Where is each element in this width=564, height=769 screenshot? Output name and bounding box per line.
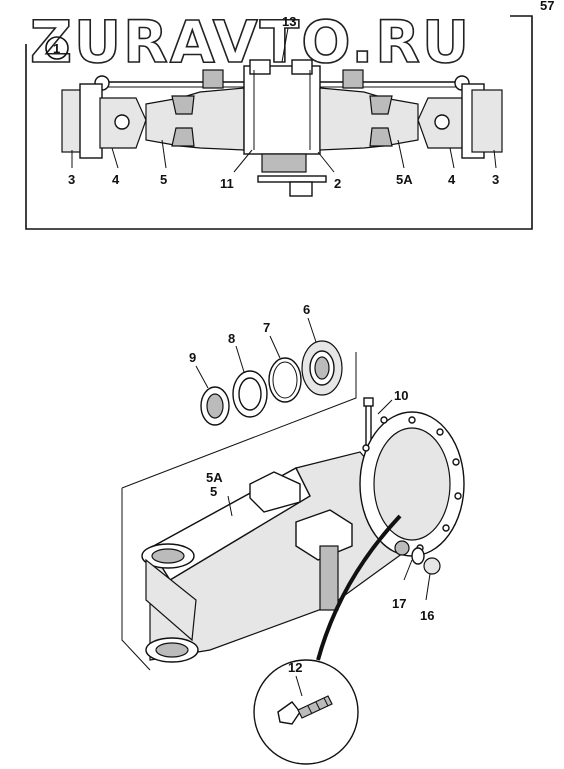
right-housing-rib-upper	[369, 95, 393, 115]
callout-11: 11	[220, 176, 234, 191]
callout-7: 7	[263, 320, 270, 335]
left-axle-housing	[145, 87, 245, 151]
left-hub-flange	[79, 83, 103, 159]
callout-12: 12	[288, 660, 302, 675]
spacer-ring-8	[232, 370, 268, 418]
bracket-web	[319, 545, 339, 611]
leader-9	[195, 365, 209, 389]
leader-2	[317, 151, 335, 173]
leader-11	[233, 149, 253, 173]
leader-13	[281, 27, 289, 63]
swivel-yoke	[145, 558, 197, 642]
detail-leader	[316, 514, 402, 661]
leader-17	[403, 559, 413, 581]
callout-3-right: 3	[492, 172, 499, 187]
left-steering-cylinder	[202, 69, 224, 89]
leader-left-4	[111, 147, 119, 169]
drive-coupling	[289, 181, 313, 197]
left-housing-rib-upper	[171, 95, 195, 115]
housing-exploded-view: 9 8 7 6 10	[121, 302, 465, 765]
callout-2: 2	[334, 176, 341, 191]
callout-13: 13	[282, 14, 296, 29]
left-housing-rib-lower	[171, 127, 195, 147]
bolt-12	[277, 695, 333, 725]
leader-5a	[397, 139, 405, 169]
upper-swivel-bore	[151, 548, 185, 564]
lower-swivel-bore	[155, 642, 189, 658]
axle-assembly-view: 1	[25, 14, 533, 230]
pinion-housing	[261, 153, 307, 173]
callout-3-left: 3	[68, 172, 75, 187]
figure-number-circle	[45, 36, 69, 60]
callout-9: 9	[189, 350, 196, 365]
leader-10	[377, 399, 393, 415]
figure-number: 1	[53, 41, 60, 56]
right-kingpin	[434, 114, 450, 130]
callout-5-left: 5	[160, 172, 167, 187]
callout-16: 16	[420, 608, 434, 623]
callout-10: 10	[394, 388, 408, 403]
breather-pin	[365, 401, 372, 447]
leader-right-4	[449, 147, 455, 169]
assembly-guide-left	[121, 488, 151, 671]
hub-flange-inner	[373, 427, 451, 541]
right-steering-cylinder	[342, 69, 364, 89]
callout-6: 6	[303, 302, 310, 317]
callout-5a: 5A	[206, 470, 223, 485]
sealing-washer	[411, 547, 425, 565]
seal-9	[200, 386, 230, 426]
leader-8	[235, 345, 245, 373]
drive-flange	[257, 175, 327, 183]
drain-plug	[423, 557, 441, 575]
callout-4-left: 4	[112, 172, 120, 187]
callout-4-right: 4	[448, 172, 456, 187]
left-kingpin	[114, 114, 130, 130]
diff-top-right-lug	[291, 59, 313, 75]
leader-7	[269, 335, 281, 359]
axle-frame	[25, 15, 533, 230]
breather-cap	[363, 397, 374, 407]
differential-housing	[243, 65, 321, 155]
callout-5a-top: 5A	[396, 172, 413, 187]
bearing-6	[301, 340, 343, 396]
leader-left-5	[161, 139, 167, 169]
upper-mounting-bracket	[249, 471, 301, 513]
assembly-guide-top	[121, 352, 357, 489]
circlip-7	[268, 357, 302, 403]
fill-plug	[394, 540, 410, 556]
right-axle-housing	[319, 87, 419, 151]
leader-5a-5	[227, 495, 233, 517]
diff-top-left-lug	[249, 59, 271, 75]
leader-12	[295, 675, 303, 697]
callout-17: 17	[392, 596, 406, 611]
callout-8: 8	[228, 331, 235, 346]
right-housing-rib-lower	[369, 127, 393, 147]
right-hub	[471, 89, 503, 153]
callout-5: 5	[210, 484, 217, 499]
leader-6	[307, 317, 317, 343]
leader-16	[425, 573, 431, 601]
page-mark: 57	[540, 0, 554, 13]
leader-right-3	[493, 149, 497, 169]
